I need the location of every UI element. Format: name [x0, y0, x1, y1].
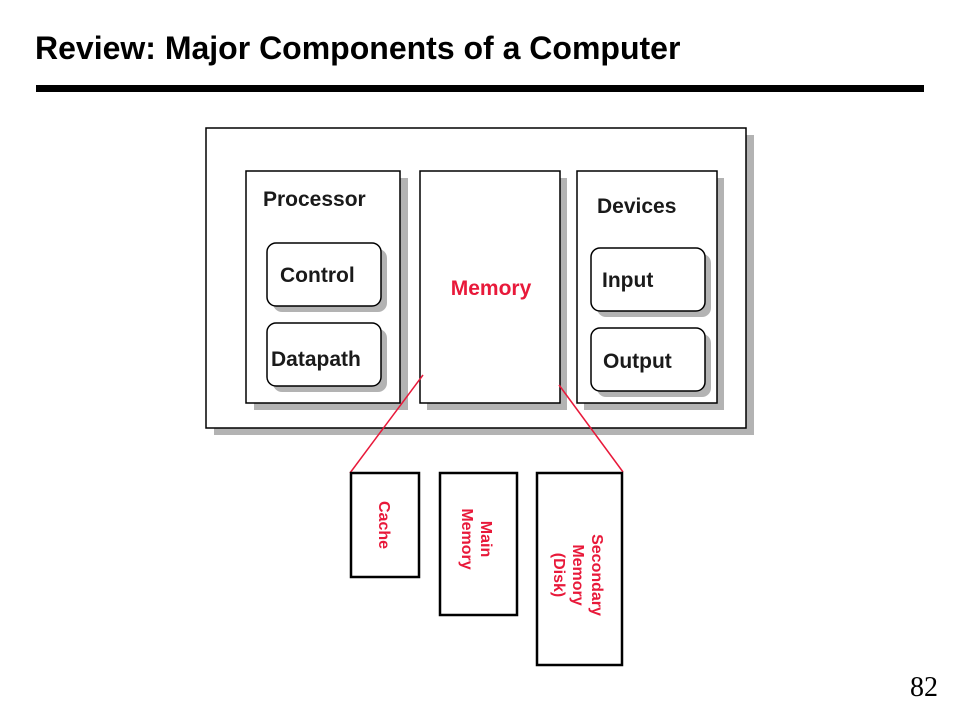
memory-box: Memory	[419, 170, 567, 410]
control-label: Control	[280, 264, 355, 287]
datapath-label: Datapath	[271, 348, 361, 371]
devices-label: Devices	[597, 195, 676, 218]
main-memory-box	[438, 471, 519, 617]
input-box	[590, 247, 706, 312]
page-number: 82	[910, 672, 938, 703]
secondary-memory-box	[535, 471, 624, 667]
main-memory-label: MainMemory	[458, 508, 494, 569]
cache-label: Cache	[375, 501, 392, 549]
output-box	[590, 327, 706, 392]
memory-connector-right	[558, 384, 624, 473]
memory-box-frame	[419, 170, 561, 404]
memory-label: Memory	[451, 277, 532, 300]
datapath-box	[266, 322, 382, 387]
devices-box: Devices Input Output	[576, 170, 724, 410]
secondary-memory-label: SecondaryMemory(Disk)	[550, 534, 605, 616]
control-box	[266, 242, 382, 307]
memory-connector-left	[349, 374, 424, 474]
output-label: Output	[603, 350, 672, 373]
input-label: Input	[602, 269, 653, 292]
processor-label: Processor	[263, 188, 366, 211]
cache-box	[349, 471, 421, 579]
title-rule	[36, 85, 924, 92]
slide-title: Review: Major Components of a Computer	[35, 30, 681, 66]
processor-box: Processor Control Datapath	[245, 170, 408, 410]
